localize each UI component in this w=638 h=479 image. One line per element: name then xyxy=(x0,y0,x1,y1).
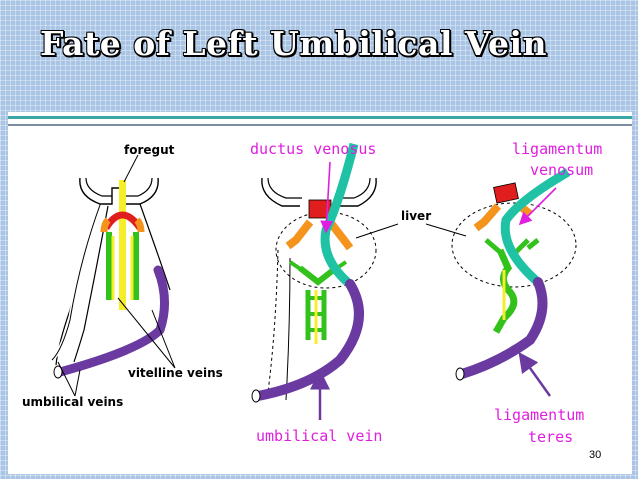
label-ligamentum-teres-2: teres xyxy=(528,428,573,446)
ligamentum-figure xyxy=(451,168,577,397)
early-embryo-figure xyxy=(50,154,176,397)
umbilical-vein-left-fig xyxy=(55,265,169,377)
ligamentum-venosum-vessel xyxy=(500,168,571,288)
label-vitelline-veins: vitelline veins xyxy=(128,366,223,380)
label-ligamentum-venosum-2: venosum xyxy=(530,161,593,179)
liver-outline-right xyxy=(451,202,577,288)
sinus-block-right xyxy=(493,182,519,204)
ductus-venosus-figure xyxy=(251,142,467,420)
label-ligamentum-venosum-1: ligamentum xyxy=(512,140,602,158)
label-ductus-venosus: ductus venosus xyxy=(250,140,376,158)
slide-title: Fate of Left Umbilical Vein xyxy=(40,24,548,63)
teal-rule xyxy=(8,116,632,119)
label-liver: liver xyxy=(401,209,431,223)
label-ligamentum-teres-1: ligamentum xyxy=(494,406,584,424)
page-number: 30 xyxy=(589,449,602,461)
ligamentum-teres-vessel xyxy=(457,277,548,379)
umbilical-vein-middle xyxy=(253,279,364,401)
liver-outline-middle xyxy=(275,211,377,289)
label-umbilical-vein: umbilical vein xyxy=(256,427,382,445)
foregut-tube xyxy=(119,180,126,310)
sinus-horns-outline xyxy=(79,177,159,205)
label-umbilical-veins: umbilical veins xyxy=(22,395,123,409)
gray-rule xyxy=(8,124,632,126)
body-outline-right xyxy=(139,203,171,291)
label-foregut: foregut xyxy=(124,143,175,157)
